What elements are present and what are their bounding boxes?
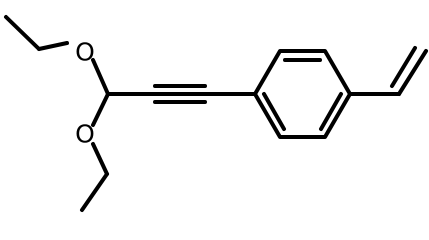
bond-oxygen-lower-to-ethyl [91, 142, 109, 176]
bond-ethyl-upper-terminal [4, 15, 41, 51]
benzene-ring [253, 49, 352, 139]
chemical-structure: O O [4, 15, 428, 212]
atom-label-oxygen-upper: O [75, 38, 95, 67]
atom-label-oxygen-lower: O [75, 120, 95, 149]
bond-ethyl-lower-terminal [80, 172, 109, 212]
vinyl-double-bond-inner [390, 46, 417, 88]
bond-acetal-to-oxygen-lower [91, 92, 110, 127]
ring-double-bond-right [319, 92, 343, 131]
ring-double-bond-left [262, 92, 286, 131]
vinyl-double-bond-outer [397, 49, 428, 96]
bond-oxygen-upper-to-acetal [91, 58, 110, 96]
bond-ethyl-upper-to-oxygen [37, 41, 69, 51]
